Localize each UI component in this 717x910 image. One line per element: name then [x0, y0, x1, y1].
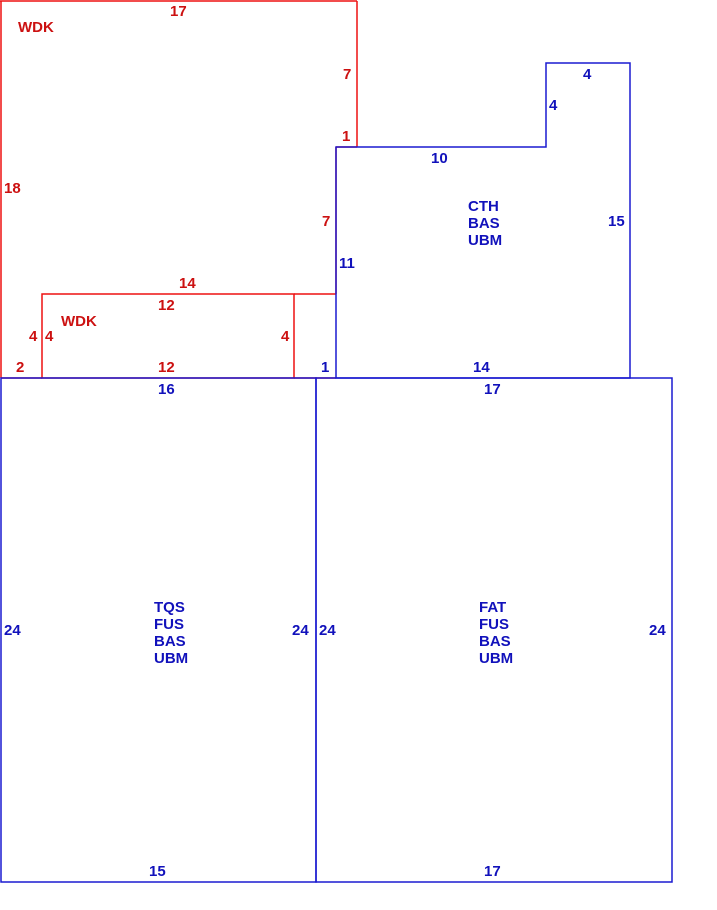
addition-notch-top-dim: 4	[583, 66, 592, 83]
left-main-right-dim: 24	[292, 622, 309, 639]
right-main-outline	[315, 377, 673, 883]
addition-notch-side-dim: 4	[549, 97, 558, 114]
lower-deck-code: WDK	[61, 313, 97, 330]
right-main-code-1: FAT	[479, 599, 506, 616]
lower-deck-left-dim: 4	[45, 328, 54, 345]
addition-top-dim: 10	[431, 150, 448, 167]
upper-deck-left-inner-dim: 4	[29, 328, 38, 345]
lower-deck-right-dim: 4	[281, 328, 290, 345]
lower-deck-top-dim: 12	[158, 297, 175, 314]
upper-deck-bottom-middle-dim: 14	[179, 275, 196, 292]
left-main-top-dim: 16	[158, 381, 175, 398]
left-main-bottom-dim: 15	[149, 863, 166, 880]
upper-deck-bottom-left-dim: 2	[16, 359, 24, 376]
addition-left-dim: 11	[339, 255, 355, 272]
right-main-bottom-dim: 17	[484, 863, 501, 880]
left-main-code-3: BAS	[154, 633, 186, 650]
right-main-code-3: BAS	[479, 633, 511, 650]
addition-code-1: CTH	[468, 198, 499, 215]
upper-deck-outline	[0, 0, 358, 379]
right-main-right-dim: 24	[649, 622, 666, 639]
addition-code-3: UBM	[468, 232, 502, 249]
addition-bottom-dim: 14	[473, 359, 490, 376]
upper-deck-jog-dim: 1	[342, 128, 350, 145]
upper-deck-code: WDK	[18, 19, 54, 36]
left-main-code-1: TQS	[154, 599, 185, 616]
addition-jog-dim: 1	[321, 359, 329, 376]
addition-right-dim: 15	[608, 213, 625, 230]
upper-deck-top-dim: 17	[170, 3, 187, 20]
upper-deck-right-lower-dim: 7	[322, 213, 330, 230]
left-main-code-4: UBM	[154, 650, 188, 667]
right-main-left-dim: 24	[319, 622, 336, 639]
upper-deck-right-upper-dim: 7	[343, 66, 351, 83]
right-main-top-dim: 17	[484, 381, 501, 398]
right-main-code-4: UBM	[479, 650, 513, 667]
lower-deck-bottom-dim: 12	[158, 359, 175, 376]
upper-deck-left-dim: 18	[4, 180, 21, 197]
right-main-code-2: FUS	[479, 616, 509, 633]
addition-code-2: BAS	[468, 215, 500, 232]
left-main-code-2: FUS	[154, 616, 184, 633]
left-main-left-dim: 24	[4, 622, 21, 639]
